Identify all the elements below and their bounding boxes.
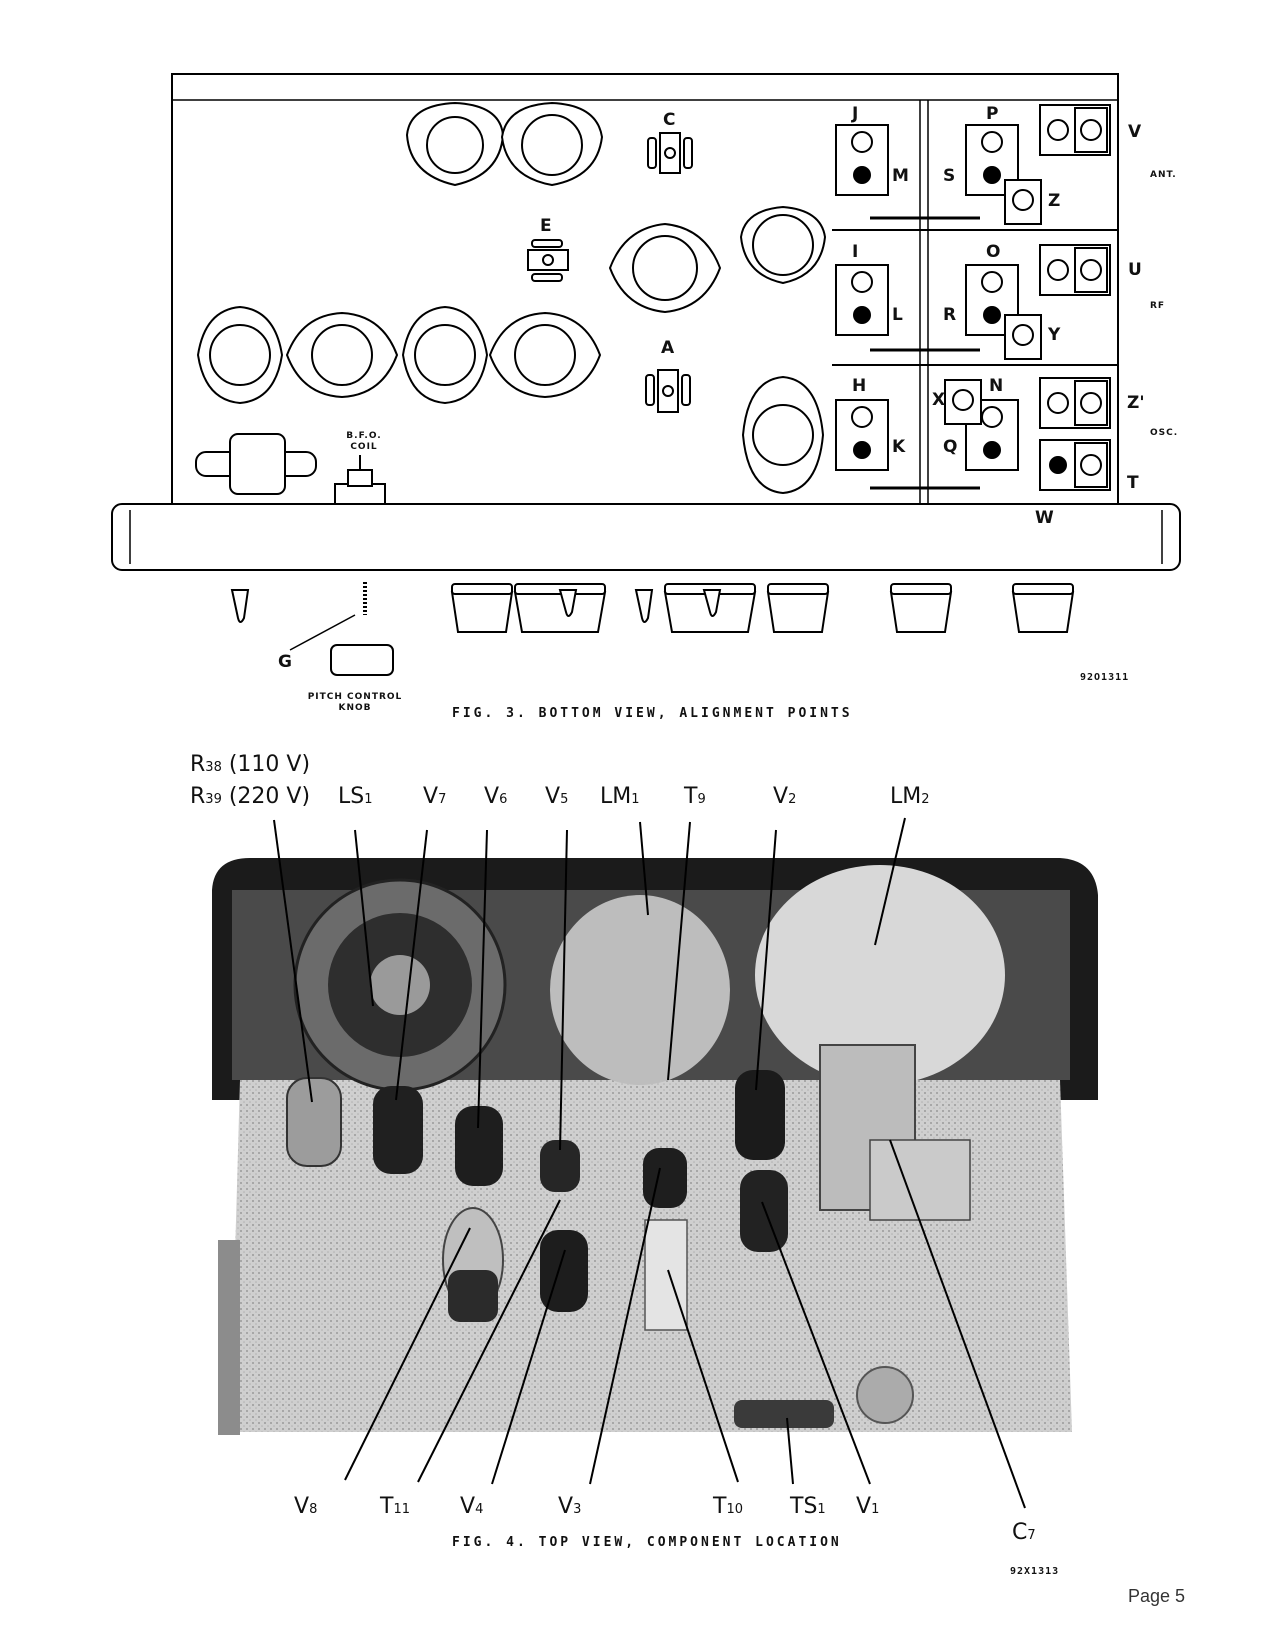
label-t10: T10 [713, 1494, 743, 1519]
transformer [195, 433, 317, 495]
label-j: J [852, 104, 859, 124]
bfo-coil-label: B.F.O. COIL [346, 431, 382, 452]
label-v1: V1 [856, 1494, 880, 1519]
label-r39: R39 (220 V) [190, 784, 311, 809]
figure-4-caption: FIG. 4. TOP VIEW, COMPONENT LOCATION [452, 1535, 842, 1550]
leader-lines [273, 817, 1026, 1509]
label-r: R [943, 305, 957, 325]
label-u: U [1128, 260, 1142, 280]
label-lm1: LM1 [600, 784, 640, 809]
bfo-coil-shape [334, 455, 386, 505]
label-v2: V2 [773, 784, 797, 809]
label-y: Y [1048, 325, 1061, 345]
label-v7: V7 [423, 784, 447, 809]
pitch-control-knob-label: PITCH CONTROL KNOB [307, 692, 403, 713]
label-t: T [1127, 473, 1139, 493]
tubes [286, 1070, 788, 1322]
figure-3-drawing [111, 73, 1181, 676]
label-c: C [663, 110, 676, 130]
front-panel [111, 503, 1181, 571]
label-v3: V3 [558, 1494, 582, 1519]
label-v8: V8 [294, 1494, 318, 1519]
section-label-ant: ANT. [1150, 170, 1177, 180]
trimmer-blocks [835, 104, 1111, 491]
label-o: O [986, 242, 1001, 262]
label-lm2: LM2 [890, 784, 930, 809]
figure-3-caption: FIG. 3. BOTTOM VIEW, ALIGNMENT POINTS [452, 706, 853, 721]
label-s: S [943, 166, 956, 186]
label-v: V [1128, 122, 1142, 142]
section-label-rf: RF [1150, 301, 1166, 311]
label-v5: V5 [545, 784, 569, 809]
label-i: I [852, 242, 859, 262]
page-number: Page 5 [1128, 1586, 1186, 1606]
label-z-prime: Z' [1127, 393, 1145, 413]
coil-forms [527, 132, 693, 413]
front-controls [230, 583, 1075, 676]
label-ts1: TS1 [790, 1494, 826, 1519]
section-label-osc: OSC. [1150, 428, 1179, 438]
figure-4-number: 92X1313 [1010, 1566, 1060, 1577]
label-a: A [661, 338, 675, 358]
label-c7: C7 [1012, 1520, 1036, 1545]
label-p: P [986, 104, 999, 124]
label-g: G [278, 652, 292, 672]
label-t9: T9 [684, 784, 706, 809]
label-e: E [540, 216, 552, 236]
label-v6: V6 [484, 784, 508, 809]
label-v4: V4 [460, 1494, 484, 1519]
label-t11: T11 [380, 1494, 410, 1519]
label-n: N [989, 376, 1004, 396]
label-ls1: LS1 [338, 784, 373, 809]
figure-3-number: 92O1311 [1080, 672, 1130, 683]
tube-sockets [196, 101, 827, 495]
label-l: L [892, 305, 903, 325]
label-x: X [932, 390, 946, 410]
label-k: K [892, 437, 906, 457]
label-h: H [852, 376, 867, 396]
label-q: Q [943, 437, 958, 457]
label-z: Z [1048, 191, 1061, 211]
label-r38: R38 (110 V) [190, 752, 311, 777]
label-w: W [1035, 508, 1054, 528]
label-m: M [892, 166, 909, 186]
